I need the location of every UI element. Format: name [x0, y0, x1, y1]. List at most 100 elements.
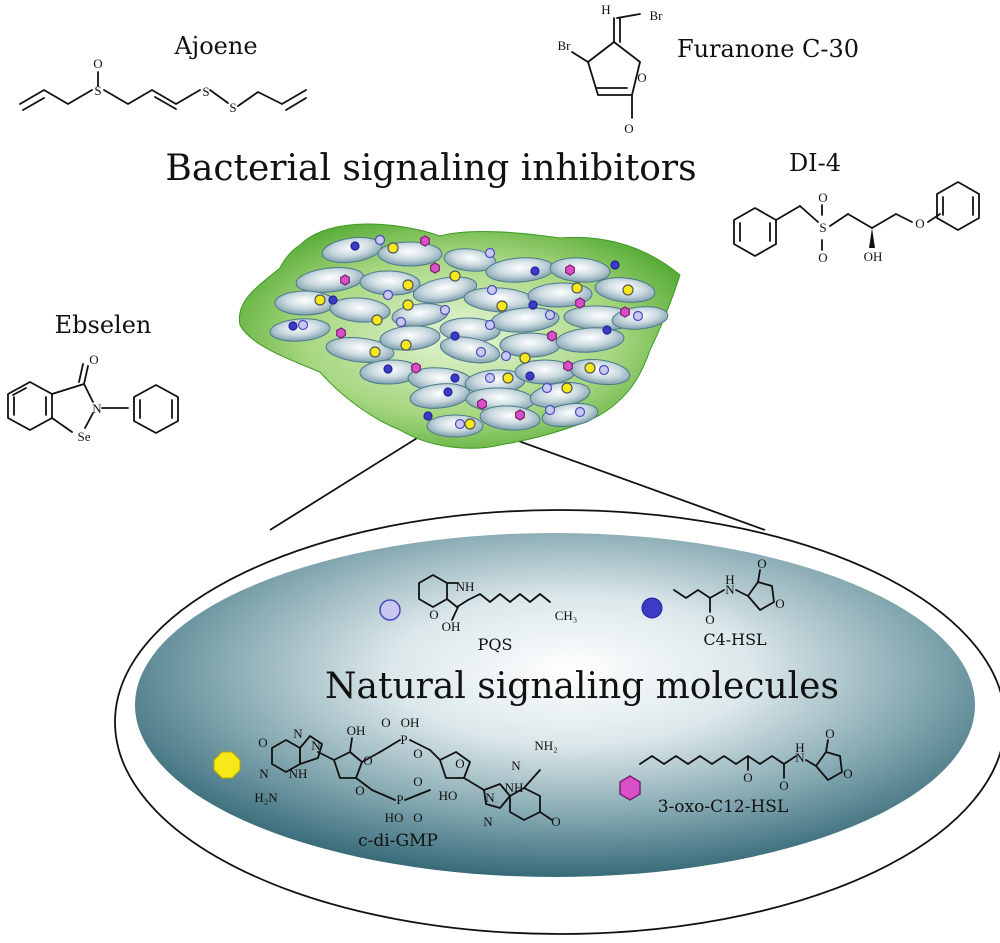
cdigmp-atom-h2n: H₂N: [254, 790, 278, 805]
di4-structure: DI-4 S O O OH O: [733, 149, 980, 265]
cdigmp-symbol: [213, 751, 241, 779]
cdigmp-molecule: [449, 270, 461, 282]
cdigmp-atom-o7: O: [413, 774, 422, 789]
cdigmp-atom-o9: O: [551, 814, 560, 829]
oxo-atom-h: H: [795, 740, 804, 755]
zoom-line-right: [487, 429, 766, 531]
main-title: Bacterial signaling inhibitors: [165, 148, 696, 189]
cdigmp-atom-o8: O: [455, 756, 464, 771]
ebselen-label: Ebselen: [55, 311, 152, 339]
cdigmp-atom-n4: N: [485, 790, 495, 805]
cdigmp-atom-n1: N: [293, 726, 303, 741]
furanone-atom-o-ring: O: [637, 70, 646, 85]
c4hsl-molecule: [328, 295, 338, 305]
pqs-molecule: [544, 309, 556, 321]
pqs-atom-o: O: [429, 607, 438, 622]
c4hsl-molecule: [423, 411, 433, 421]
cdigmp-atom-n2: N: [311, 738, 321, 753]
oxo-c12-hsl-molecule: [336, 327, 346, 339]
furanone-structure: Furanone C-30 H Br Br O O: [558, 2, 860, 136]
oxo-atom-o4: O: [843, 766, 852, 781]
c4hsl-molecule: [443, 387, 453, 397]
oxo-atom-o3: O: [825, 726, 834, 741]
biofilm-signal-molecules: [288, 234, 644, 430]
cdigmp-molecule: [464, 418, 476, 430]
oxo-c12-hsl-molecule: [430, 262, 440, 274]
cdigmp-atom-n6: N: [511, 758, 521, 773]
cdigmp-structure: O N N N NH H₂N OH O O P OH O O P HO O O …: [254, 715, 560, 829]
c4hsl-molecule: [602, 325, 612, 335]
di4-atom-s: S: [819, 220, 826, 235]
cdigmp-atom-o4: O: [381, 715, 390, 730]
c4hsl-atom-o-amide: O: [705, 612, 714, 627]
oxo-c12-hsl-molecule: [575, 297, 585, 309]
cdigmp-atom-ho: HO: [385, 810, 404, 825]
cdigmp-atom-oh1: OH: [347, 723, 366, 738]
c4hsl-label: C4-HSL: [703, 630, 767, 649]
ebselen-atom-o: O: [89, 352, 98, 367]
zoom-line-left: [269, 429, 431, 531]
cdigmp-atom-o3: O: [355, 783, 364, 798]
pqs-atom-nh: NH: [456, 579, 475, 594]
oxo-c12-hsl-molecule: [565, 264, 575, 276]
di4-atom-oh: OH: [864, 249, 883, 264]
furanone-atom-h: H: [601, 2, 610, 17]
cdigmp-molecule: [400, 339, 412, 351]
pqs-molecule: [598, 364, 610, 376]
cdigmp-atom-nh1: NH: [289, 766, 308, 781]
cdigmp-atom-o5: O: [413, 746, 422, 761]
pqs-molecule: [484, 372, 496, 384]
pqs-molecule: [632, 310, 644, 322]
pqs-symbol: [379, 599, 401, 621]
furanone-atom-o-keto: O: [624, 121, 633, 136]
cdigmp-molecule: [584, 362, 596, 374]
furanone-label: Furanone C-30: [677, 35, 859, 63]
oxo-c12-hsl-molecule: [547, 330, 557, 342]
di4-atom-o-bottom: O: [818, 250, 827, 265]
c4hsl-molecule: [450, 373, 460, 383]
bacterium-cell: [269, 318, 331, 342]
ajoene-atom-o: O: [93, 56, 102, 71]
c4hsl-molecule: [530, 266, 540, 276]
cdigmp-atom-o2: O: [363, 753, 372, 768]
pqs-molecule: [544, 404, 556, 416]
cdigmp-atom-ho2: HO: [439, 788, 458, 803]
oxo-symbol: [619, 775, 641, 801]
oxo-label: 3-oxo-C12-HSL: [658, 797, 789, 817]
cdigmp-atom-p2: P: [396, 792, 403, 807]
cdigmp-atom-n3: N: [259, 766, 269, 781]
zoom-panel: Natural signaling molecules NH O OH CH₃ …: [114, 509, 1000, 935]
pqs-molecule: [297, 319, 309, 331]
ajoene-atom-s3: S: [229, 100, 236, 115]
oxo-structure: O O H N O O: [639, 726, 853, 793]
oxo-c12-hsl-molecule: [515, 409, 525, 421]
cdigmp-atom-nh2: NH: [505, 780, 524, 795]
cdigmp-molecule: [314, 294, 326, 306]
oxo-c12-hsl-molecule: [420, 235, 430, 247]
biofilm-cells: [269, 236, 669, 438]
pqs-molecule: [395, 316, 407, 328]
pqs-molecule: [574, 406, 586, 418]
bacterium-cell: [274, 290, 336, 316]
c4hsl-molecule: [383, 364, 393, 374]
c4hsl-molecule: [525, 371, 535, 381]
oxo-c12-hsl-molecule: [411, 362, 421, 374]
cdigmp-atom-n5: N: [483, 814, 493, 829]
cdigmp-molecule: [571, 282, 583, 294]
bacterium-cell: [379, 325, 441, 351]
c4hsl-atom-h: H: [725, 572, 734, 587]
oxo-c12-hsl-molecule: [340, 274, 350, 286]
di4-atom-o-top: O: [818, 190, 827, 205]
c4hsl-symbol: [641, 597, 663, 619]
oxo-atom-n: N: [795, 750, 805, 765]
bacterium-cell: [409, 383, 471, 409]
cdigmp-molecule: [496, 300, 508, 312]
cdigmp-atom-o1: O: [258, 735, 267, 750]
pqs-molecule: [486, 284, 498, 296]
pqs-molecule: [439, 304, 451, 316]
bacterium-cell: [439, 336, 501, 364]
cdigmp-label: c-di-GMP: [358, 831, 438, 851]
zoomed-bacterium: [135, 533, 975, 877]
c4hsl-molecule: [350, 241, 360, 251]
